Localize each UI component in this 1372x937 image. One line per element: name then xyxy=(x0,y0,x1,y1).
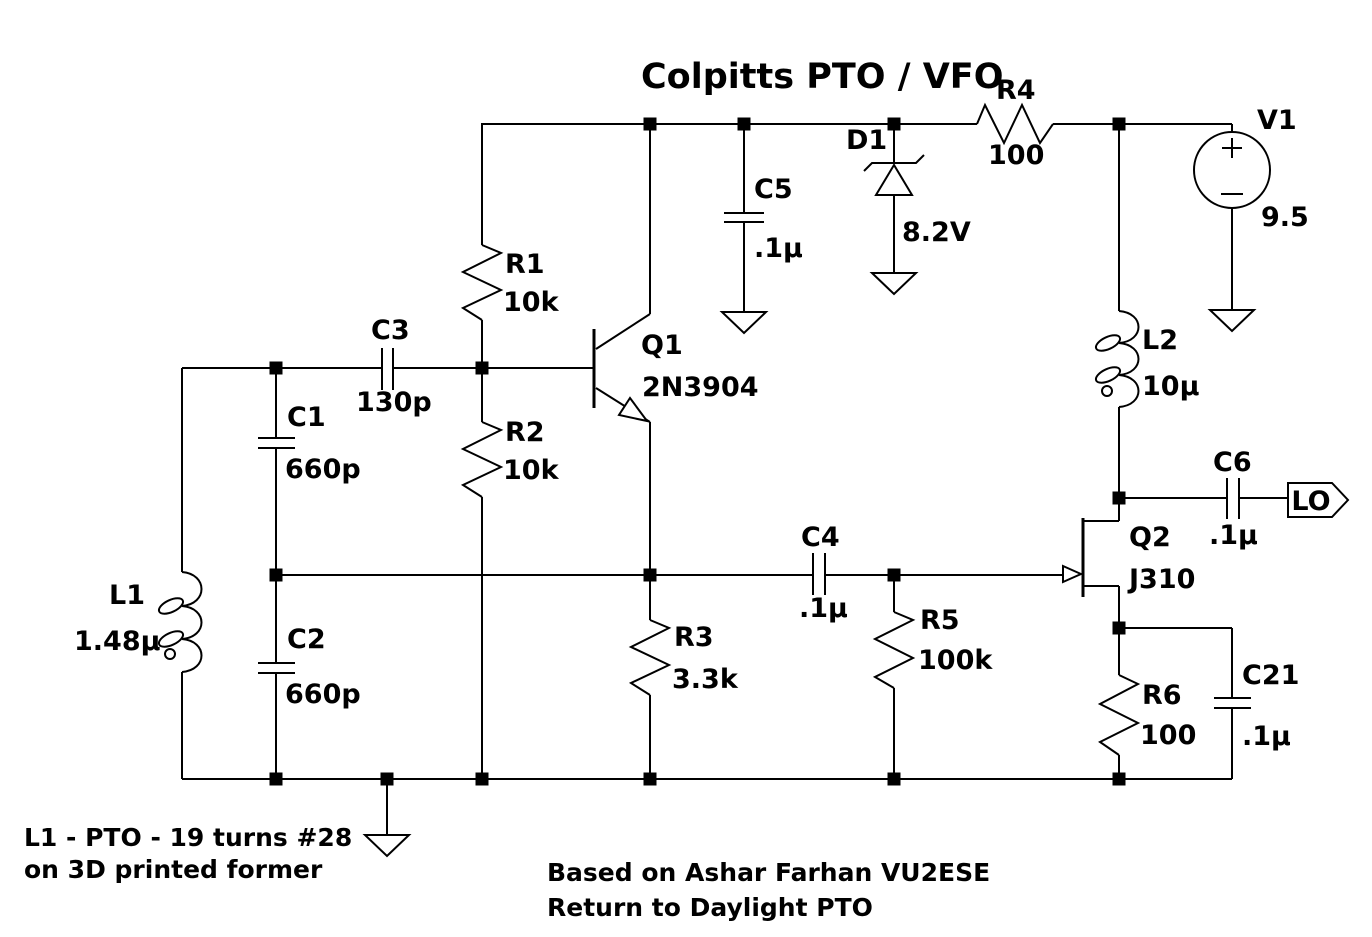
ground-symbols xyxy=(362,272,1257,858)
voltage-source-v1-symbol xyxy=(1193,131,1271,209)
label-q2-value: J310 xyxy=(1129,564,1196,595)
label-q2-designator: Q2 xyxy=(1129,522,1171,553)
credit-line1: Based on Ashar Farhan VU2ESE xyxy=(547,858,991,887)
ground-c5 xyxy=(719,311,769,335)
label-r4-value: 100 xyxy=(988,140,1045,171)
label-r5-value: 100k xyxy=(918,645,993,676)
resistor-r4-symbol xyxy=(976,102,1054,146)
label-c3-value: 130p xyxy=(356,387,432,418)
credit-line2: Return to Daylight PTO xyxy=(547,893,873,922)
lo-output-flag xyxy=(1287,482,1350,518)
label-r5-designator: R5 xyxy=(920,605,960,636)
label-r2-value: 10k xyxy=(503,455,559,486)
resistor-r2-symbol xyxy=(460,421,504,498)
capacitor-c6-symbol xyxy=(1226,478,1240,519)
label-c5-value: .1µ xyxy=(754,233,803,264)
label-r3-value: 3.3k xyxy=(672,664,738,695)
label-r6-value: 100 xyxy=(1140,720,1197,751)
resistor-r6-symbol xyxy=(1097,674,1141,756)
capacitor-c2-symbol xyxy=(258,662,295,674)
label-q1-value: 2N3904 xyxy=(642,372,759,403)
label-r2-designator: R2 xyxy=(505,417,545,448)
label-r1-designator: R1 xyxy=(505,249,545,280)
label-c2-value: 660p xyxy=(285,679,361,710)
label-c6-designator: C6 xyxy=(1213,447,1252,478)
junction-dots xyxy=(269,117,1126,786)
note-l1-line1: L1 - PTO - 19 turns #28 xyxy=(24,823,353,852)
capacitor-c21-symbol xyxy=(1214,697,1251,709)
label-l2-value: 10µ xyxy=(1142,371,1200,402)
label-d1-designator: D1 xyxy=(846,125,888,156)
q2-gate-arrow xyxy=(1062,564,1084,584)
label-q1-designator: Q1 xyxy=(641,330,683,361)
ground-v1 xyxy=(1207,309,1257,333)
inductor-l2-symbol xyxy=(1094,310,1140,408)
label-c21-value: .1µ xyxy=(1242,721,1291,752)
capacitor-c1-symbol xyxy=(258,437,295,449)
label-d1-value: 8.2V xyxy=(902,217,971,248)
label-r3-designator: R3 xyxy=(674,622,714,653)
transistor-q1-symbol xyxy=(592,124,651,575)
capacitor-c3-symbol xyxy=(381,348,394,390)
capacitor-c5-symbol xyxy=(724,212,764,223)
l2-phase-dot xyxy=(1101,385,1113,397)
label-r4-designator: R4 xyxy=(996,75,1036,106)
label-v1-value: 9.5 xyxy=(1261,202,1309,233)
lo-flag-label: LO xyxy=(1291,486,1331,517)
ground-bottom-rail xyxy=(362,834,412,858)
label-r1-value: 10k xyxy=(503,287,559,318)
label-v1-designator: V1 xyxy=(1257,105,1297,136)
label-c2-designator: C2 xyxy=(287,624,326,655)
label-l2-designator: L2 xyxy=(1142,325,1178,356)
label-c4-value: .1µ xyxy=(799,593,848,624)
wires xyxy=(181,123,1288,835)
transistor-q2-symbol xyxy=(1062,498,1120,628)
capacitor-c4-symbol xyxy=(812,553,826,595)
note-l1-line2: on 3D printed former xyxy=(24,855,323,884)
q1-emitter-arrow xyxy=(617,396,650,423)
resistor-r5-symbol xyxy=(872,611,916,689)
label-c21-designator: C21 xyxy=(1242,660,1300,691)
label-c4-designator: C4 xyxy=(801,522,840,553)
label-c5-designator: C5 xyxy=(754,174,793,205)
label-c3-designator: C3 xyxy=(371,315,410,346)
inductor-l1-symbol xyxy=(157,571,203,673)
diode-d1-symbol xyxy=(863,154,925,196)
l1-phase-dot xyxy=(164,648,176,660)
ground-d1 xyxy=(869,272,919,296)
resistor-r1-symbol xyxy=(460,244,504,321)
resistor-r3-symbol xyxy=(628,619,672,696)
label-r6-designator: R6 xyxy=(1142,680,1182,711)
label-c1-designator: C1 xyxy=(287,402,326,433)
label-l1-designator: L1 xyxy=(109,580,145,611)
label-c6-value: .1µ xyxy=(1209,520,1258,551)
label-l1-value: 1.48µ xyxy=(74,626,161,657)
schematic-title: Colpitts PTO / VFO xyxy=(641,57,1004,97)
label-c1-value: 660p xyxy=(285,454,361,485)
